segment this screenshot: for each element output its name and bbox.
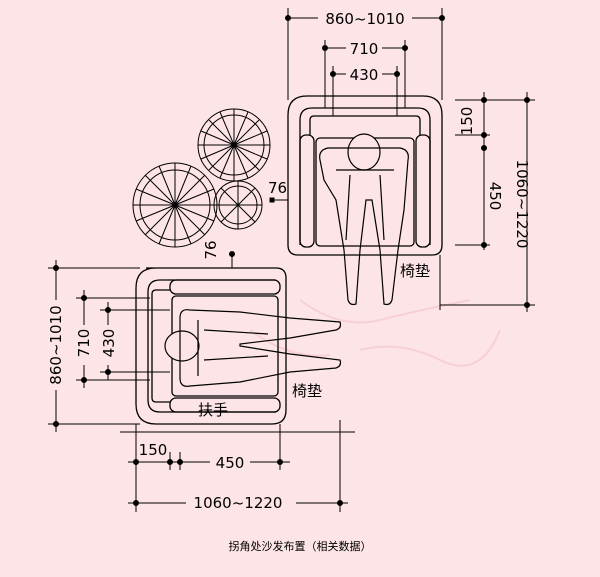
plant-large-left bbox=[132, 162, 218, 248]
faint-background-sketch bbox=[249, 299, 501, 367]
plants bbox=[132, 108, 271, 248]
left-sofa bbox=[135, 267, 287, 425]
dim-top-seat-width: 430 bbox=[350, 66, 379, 84]
label-armrest: 扶手 bbox=[198, 401, 228, 419]
left-sofa-back bbox=[147, 279, 276, 413]
left-sofa-bottom-arm bbox=[169, 397, 281, 413]
top-sofa-back bbox=[299, 107, 431, 245]
left-person bbox=[164, 309, 342, 387]
dimension-lines bbox=[48, 8, 535, 512]
dim-bottom-seat-depth: 450 bbox=[216, 454, 245, 472]
plant-small bbox=[213, 180, 263, 230]
top-person-head bbox=[347, 133, 381, 171]
top-sofa-right-arm bbox=[415, 134, 431, 248]
dim-top-inner-width: 710 bbox=[350, 40, 379, 58]
part-labels: 椅垫 椅垫 扶手 bbox=[198, 262, 430, 419]
top-person bbox=[319, 133, 409, 306]
label-cushion-left: 椅垫 bbox=[292, 382, 322, 400]
dim-right-overall-depth: 1060~1220 bbox=[513, 160, 531, 249]
top-sofa-frame bbox=[287, 95, 443, 256]
dim-top-overall-width: 860~1010 bbox=[325, 10, 404, 28]
top-sofa bbox=[287, 95, 443, 256]
dim-left-overall-width: 860~1010 bbox=[47, 305, 65, 384]
label-cushion-top: 椅垫 bbox=[400, 262, 430, 280]
dim-corner-gap-side: 76 bbox=[268, 179, 287, 197]
dim-bottom-overall-depth: 1060~1220 bbox=[194, 494, 283, 512]
dim-left-seat-width: 430 bbox=[100, 329, 118, 358]
left-person-head bbox=[164, 330, 200, 362]
diagram-caption: 拐角处沙发布置（相关数据） bbox=[229, 539, 372, 553]
left-sofa-top-arm bbox=[169, 279, 281, 295]
left-sofa-frame bbox=[135, 267, 287, 425]
dim-bottom-offset: 150 bbox=[139, 441, 168, 459]
plant-large-top bbox=[197, 108, 271, 182]
dim-corner-gap-top: 76 bbox=[202, 240, 220, 259]
dimension-labels: 860~1010 710 430 150 450 1060~1220 76 76… bbox=[40, 8, 531, 513]
dim-left-inner-width: 710 bbox=[75, 329, 93, 358]
dim-right-top-offset: 150 bbox=[458, 107, 476, 136]
top-sofa-left-arm bbox=[299, 134, 315, 248]
dim-right-seat-depth: 450 bbox=[486, 182, 504, 211]
